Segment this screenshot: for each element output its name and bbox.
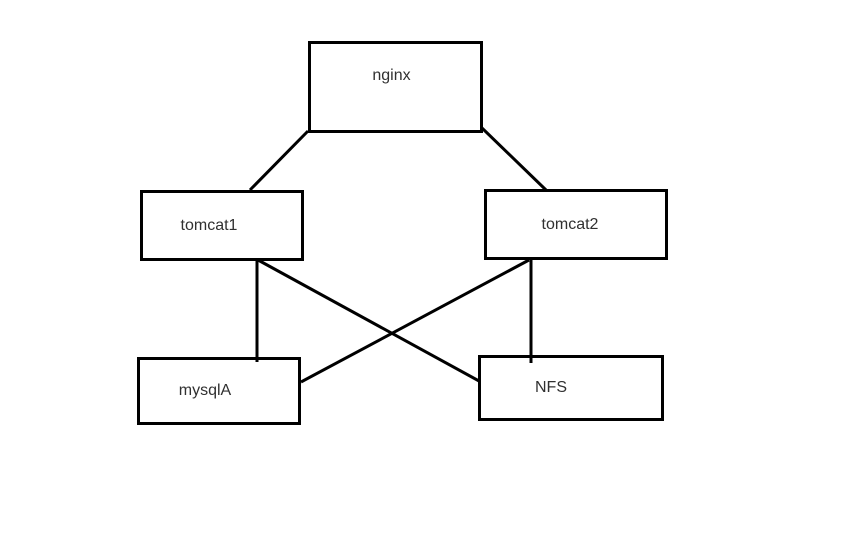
edge-nginx-tomcat2 — [480, 126, 548, 192]
node-tomcat2-label: tomcat2 — [541, 215, 599, 233]
edge-nginx-tomcat1 — [248, 129, 310, 192]
node-nfs: NFS — [478, 355, 664, 421]
node-tomcat2: tomcat2 — [484, 189, 668, 260]
node-mysqlA-label: mysqlA — [178, 382, 232, 399]
node-nginx: nginx — [308, 41, 483, 133]
node-nginx-label: nginx — [372, 67, 411, 84]
node-mysqlA: mysqlA — [137, 357, 301, 425]
node-tomcat1-label: tomcat1 — [180, 216, 238, 234]
node-tomcat1: tomcat1 — [140, 190, 304, 261]
node-nfs-label: NFS — [535, 379, 567, 396]
